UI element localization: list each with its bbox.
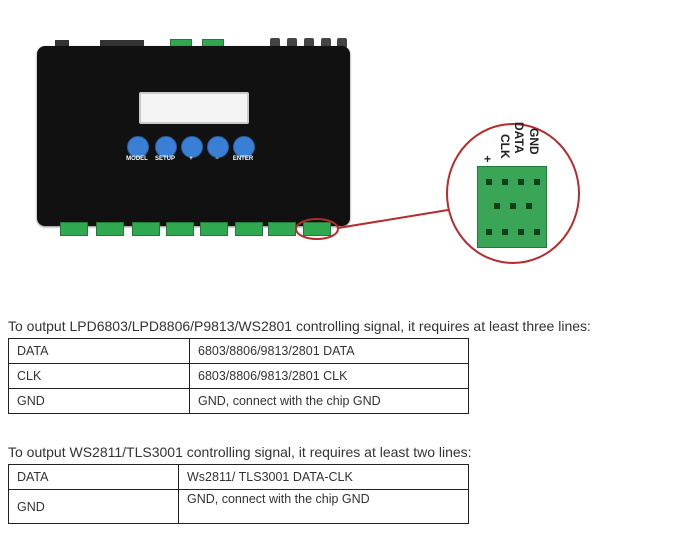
terminal-pin (502, 229, 508, 235)
signal-name: DATA (8, 464, 179, 490)
section1-caption: To output LPD6803/LPD8806/P9813/WS2801 c… (8, 318, 591, 334)
terminal-pin (518, 179, 524, 185)
table-row: GND GND, connect with the chip GND (8, 388, 469, 414)
signal-desc: 6803/8806/9813/2801 CLK (189, 363, 469, 389)
signal-name: GND (8, 489, 179, 524)
plus-label: + (189, 156, 193, 162)
enter-button (233, 136, 255, 158)
two-line-table: DATA Ws2811/ TLS3001 DATA-CLK GND GND, c… (8, 464, 469, 524)
terminal-pin (534, 179, 540, 185)
table-row: DATA 6803/8806/9813/2801 DATA (8, 338, 469, 364)
signal-name: GND (8, 388, 190, 414)
plus-button (181, 136, 203, 158)
signal-desc: GND, connect with the chip GND (189, 388, 469, 414)
signal-name: DATA (8, 338, 190, 364)
terminal-pin (510, 203, 516, 209)
pin-label-data: DATA (512, 122, 526, 154)
output-connector (166, 222, 194, 236)
model-label: MODEL (126, 156, 148, 162)
table-row: GND GND, connect with the chip GND (8, 489, 469, 524)
pin-label-gnd: GND (527, 128, 541, 155)
output-connector (200, 222, 228, 236)
model-button (127, 136, 149, 158)
terminal-pin (518, 229, 524, 235)
top-port (100, 40, 144, 48)
top-knob (270, 38, 280, 48)
top-knob (304, 38, 314, 48)
setup-button (155, 136, 177, 158)
three-line-table: DATA 6803/8806/9813/2801 DATA CLK 6803/8… (8, 338, 469, 414)
top-knob (321, 38, 331, 48)
lcd-display (139, 92, 249, 124)
terminal-pin (502, 179, 508, 185)
pin-label-clk: CLK (498, 134, 512, 159)
top-knob (337, 38, 347, 48)
table-row: DATA Ws2811/ TLS3001 DATA-CLK (8, 464, 469, 490)
terminal-pin (486, 179, 492, 185)
top-port (55, 40, 69, 48)
signal-desc: 6803/8806/9813/2801 DATA (189, 338, 469, 364)
output-connector (96, 222, 124, 236)
connector-highlight-ring (295, 218, 339, 240)
callout-pointer (337, 209, 449, 229)
table-row: CLK 6803/8806/9813/2801 CLK (8, 363, 469, 389)
enter-label: ENTER (232, 156, 254, 162)
top-knob (287, 38, 297, 48)
section2-caption: To output WS2811/TLS3001 controlling sig… (8, 444, 472, 460)
terminal-pin (494, 203, 500, 209)
signal-desc: Ws2811/ TLS3001 DATA-CLK (178, 464, 469, 490)
controller-illustration: MODEL SETUP + − ENTER + CLK DATA GND (37, 38, 580, 264)
pin-label-plus: + (484, 152, 492, 166)
terminal-pin (526, 203, 532, 209)
output-connector (60, 222, 88, 236)
terminal-pin (534, 229, 540, 235)
minus-button (207, 136, 229, 158)
terminal-block-zoom (477, 166, 547, 248)
terminal-pin (486, 229, 492, 235)
callout-lines (295, 209, 449, 240)
highlighted-connector (303, 222, 331, 236)
setup-label: SETUP (154, 156, 175, 162)
minus-label: − (215, 156, 219, 162)
signal-desc: GND, connect with the chip GND (178, 489, 469, 524)
output-connector (235, 222, 263, 236)
output-connector (132, 222, 160, 236)
signal-name: CLK (8, 363, 190, 389)
